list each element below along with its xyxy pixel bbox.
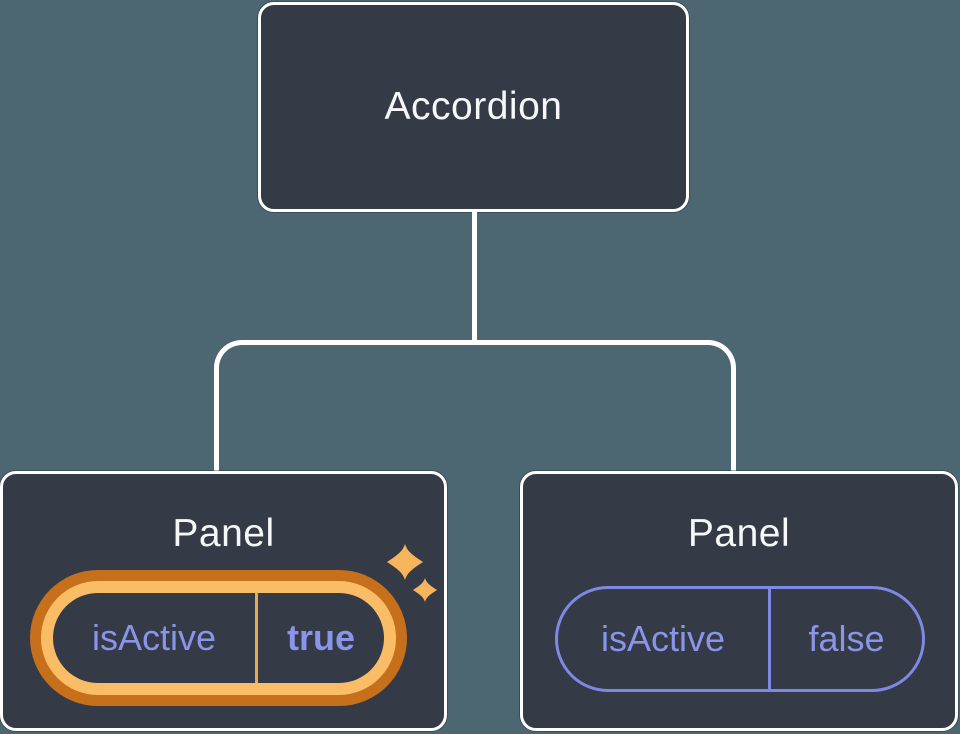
accordion-node: Accordion: [258, 2, 689, 212]
state-pill-plain: isActive false: [555, 586, 925, 692]
state-pill-highlight-ring: isActive true: [41, 581, 396, 695]
state-key-cell: isActive: [558, 589, 768, 689]
state-value-label: false: [808, 618, 885, 659]
state-value-cell: true: [258, 593, 384, 683]
state-key-label: isActive: [600, 618, 726, 659]
state-key-label: isActive: [91, 617, 217, 658]
panel-left-label: Panel: [172, 512, 275, 555]
connector-stub-line: [472, 211, 477, 342]
accordion-node-label: Accordion: [384, 85, 563, 128]
connector-branch-bracket: [214, 340, 736, 472]
state-pill-highlighted: isActive true: [30, 570, 407, 706]
state-pill-body: isActive true: [53, 593, 384, 683]
pill-divider: [255, 593, 258, 683]
state-value-cell: false: [771, 589, 922, 689]
panel-right-label: Panel: [687, 512, 791, 555]
state-key-cell: isActive: [53, 593, 255, 683]
sparkles-icon: [387, 544, 437, 602]
state-value-label: true: [286, 617, 355, 658]
pill-divider: [768, 589, 771, 689]
